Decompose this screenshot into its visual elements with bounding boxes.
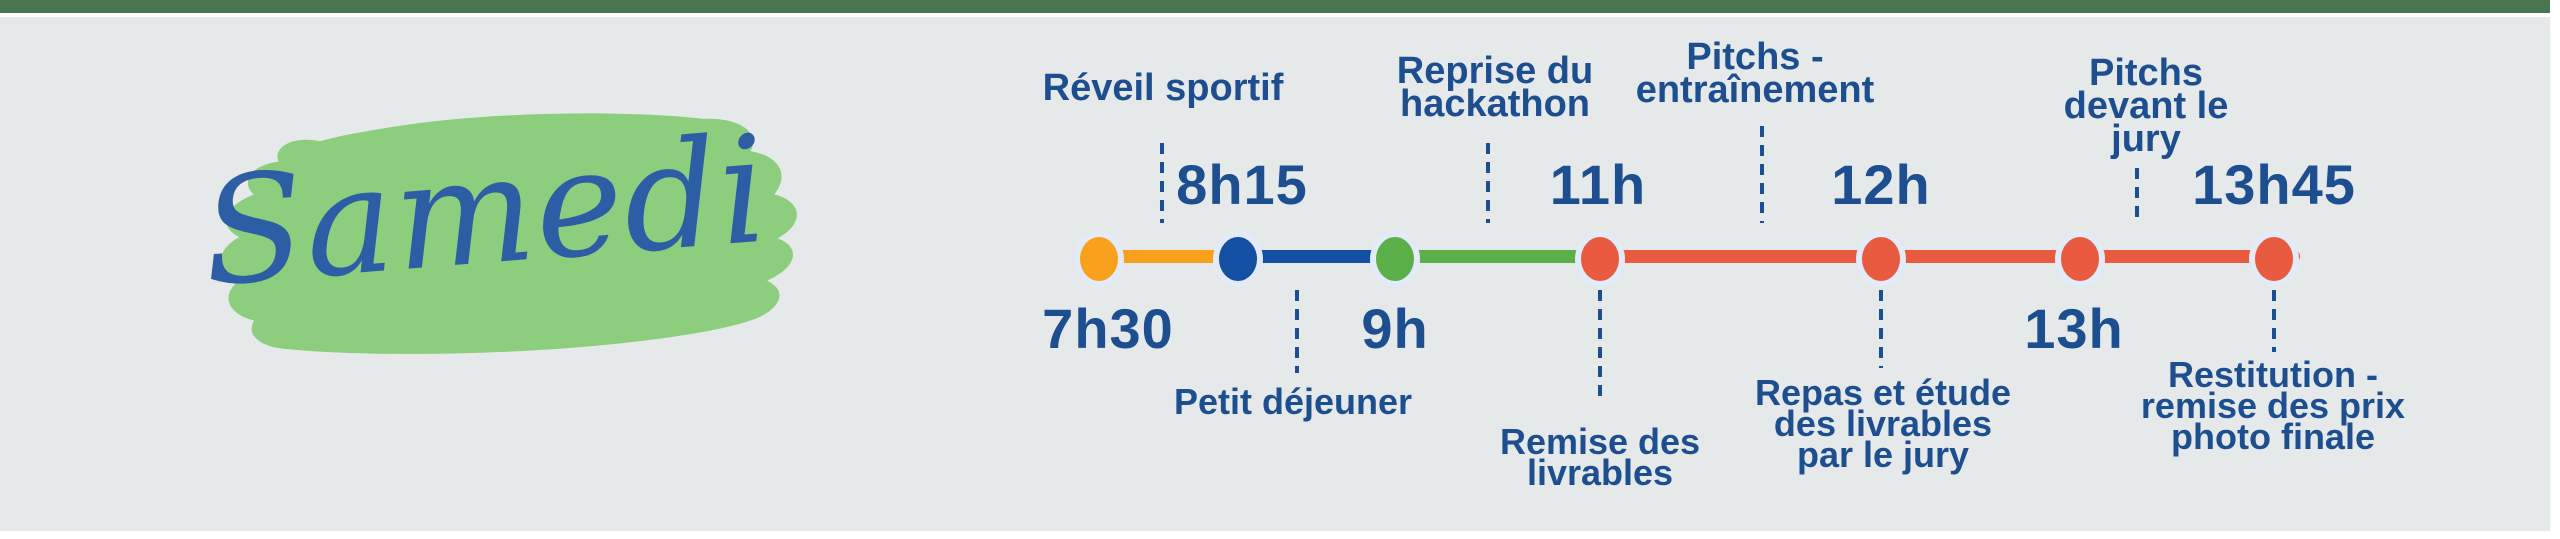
- time-12h: 12h: [1831, 153, 1931, 216]
- time-7h30: 7h30: [1042, 297, 1174, 360]
- activity-reveil-sportif: Réveil sportif: [1042, 67, 1284, 109]
- connector-pitchs-jury: [2135, 168, 2139, 223]
- segment-11h-fin: [1600, 250, 2300, 263]
- activity-repas-jury: Repas et étude des livrables par le jury: [1754, 372, 2012, 475]
- segment-8h15-9h: [1238, 250, 1395, 263]
- day-brush: Samedi: [190, 77, 809, 370]
- connector-remise-livrables: [1598, 290, 1602, 400]
- time-13h45: 13h45: [2192, 153, 2356, 216]
- connector-restitution: [2272, 290, 2276, 352]
- segment-7h30-8h15: [1095, 250, 1238, 263]
- connector-reprise-hackathon: [1486, 143, 1490, 223]
- time-11h: 11h: [1549, 153, 1647, 216]
- dot-8h15: [1219, 237, 1257, 281]
- day-title: Samedi: [196, 103, 774, 320]
- connector-repas-jury: [1879, 290, 1883, 368]
- brush-stroke-shape: [220, 113, 797, 354]
- activity-pitchs-entrainement: Pitchs - entraînement: [1635, 36, 1875, 111]
- dot-13h45: [2255, 237, 2293, 281]
- dot-7h30: [1080, 237, 1118, 281]
- dot-9h: [1376, 237, 1414, 281]
- dot-12h: [1862, 237, 1900, 281]
- dot-13h: [2061, 237, 2099, 281]
- dot-11h: [1581, 237, 1619, 281]
- activity-pitchs-jury: Pitchs devant le jury: [2063, 52, 2229, 160]
- segment-9h-11h: [1395, 250, 1600, 263]
- activity-petit-dejeuner: Petit déjeuner: [1173, 381, 1413, 422]
- time-13h: 13h: [2024, 297, 2124, 360]
- activity-reprise-hackathon: Reprise du hackathon: [1396, 50, 1594, 125]
- connector-pitchs-entrainement: [1760, 126, 1764, 223]
- brush-stroke-icon: [220, 113, 797, 354]
- top-accent-bar: [0, 0, 2550, 13]
- activity-restitution: Restitution - remise des prix photo fina…: [2140, 354, 2406, 457]
- connector-reveil-sportif: [1160, 143, 1164, 223]
- connector-petit-dejeuner: [1295, 290, 1299, 373]
- time-9h: 9h: [1361, 297, 1429, 360]
- activity-remise-livrables: Remise des livrables: [1499, 421, 1701, 493]
- time-8h15: 8h15: [1176, 153, 1308, 216]
